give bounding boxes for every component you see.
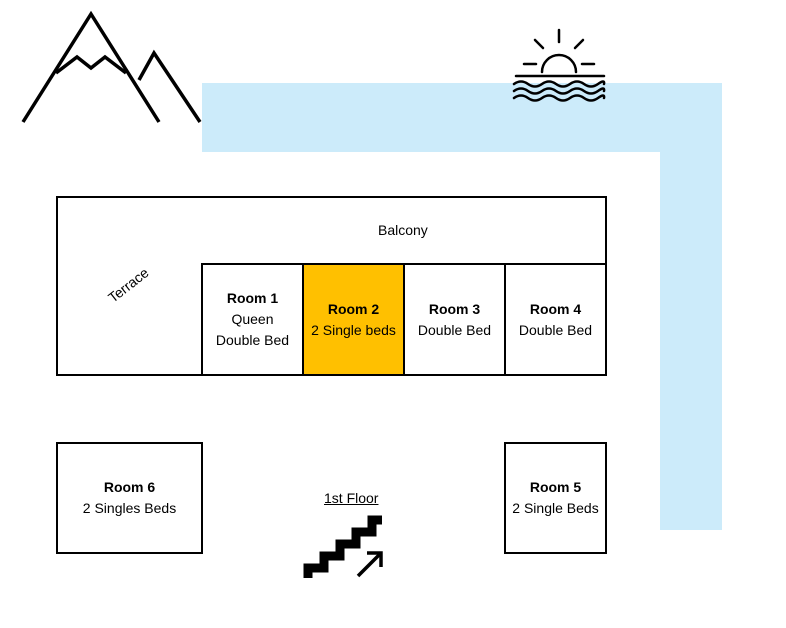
- room-4[interactable]: Room 4 Double Bed: [504, 263, 607, 376]
- water-channel-side: [660, 83, 722, 530]
- room-4-name: Room 4: [529, 300, 582, 317]
- mountains-icon: [21, 10, 202, 123]
- room-3-name: Room 3: [428, 300, 481, 317]
- floor-label: 1st Floor: [324, 490, 379, 506]
- room-6[interactable]: Room 6 2 Singles Beds: [56, 442, 203, 554]
- room-1[interactable]: Room 1 Queen Double Bed: [201, 263, 304, 376]
- room-2[interactable]: Room 2 2 Single beds: [302, 263, 405, 376]
- room-1-bed: Queen Double Bed: [215, 311, 290, 348]
- room-1-name: Room 1: [226, 290, 279, 306]
- balcony-label: Balcony: [378, 222, 428, 238]
- sunset-over-water-icon: [512, 28, 606, 102]
- room-3[interactable]: Room 3 Double Bed: [403, 263, 506, 376]
- room-5-name: Room 5: [529, 479, 582, 495]
- room-3-bed: Double Bed: [417, 321, 492, 338]
- room-6-bed: 2 Singles Beds: [82, 500, 177, 516]
- room-5-bed: 2 Single Beds: [512, 500, 599, 516]
- water-channel-top: [202, 83, 722, 152]
- room-2-name: Room 2: [327, 300, 380, 317]
- stairs-up-icon[interactable]: [303, 515, 386, 582]
- room-2-bed: 2 Single beds: [311, 321, 396, 338]
- room-5[interactable]: Room 5 2 Single Beds: [504, 442, 607, 554]
- room-4-bed: Double Bed: [518, 321, 593, 338]
- room-6-name: Room 6: [103, 479, 156, 495]
